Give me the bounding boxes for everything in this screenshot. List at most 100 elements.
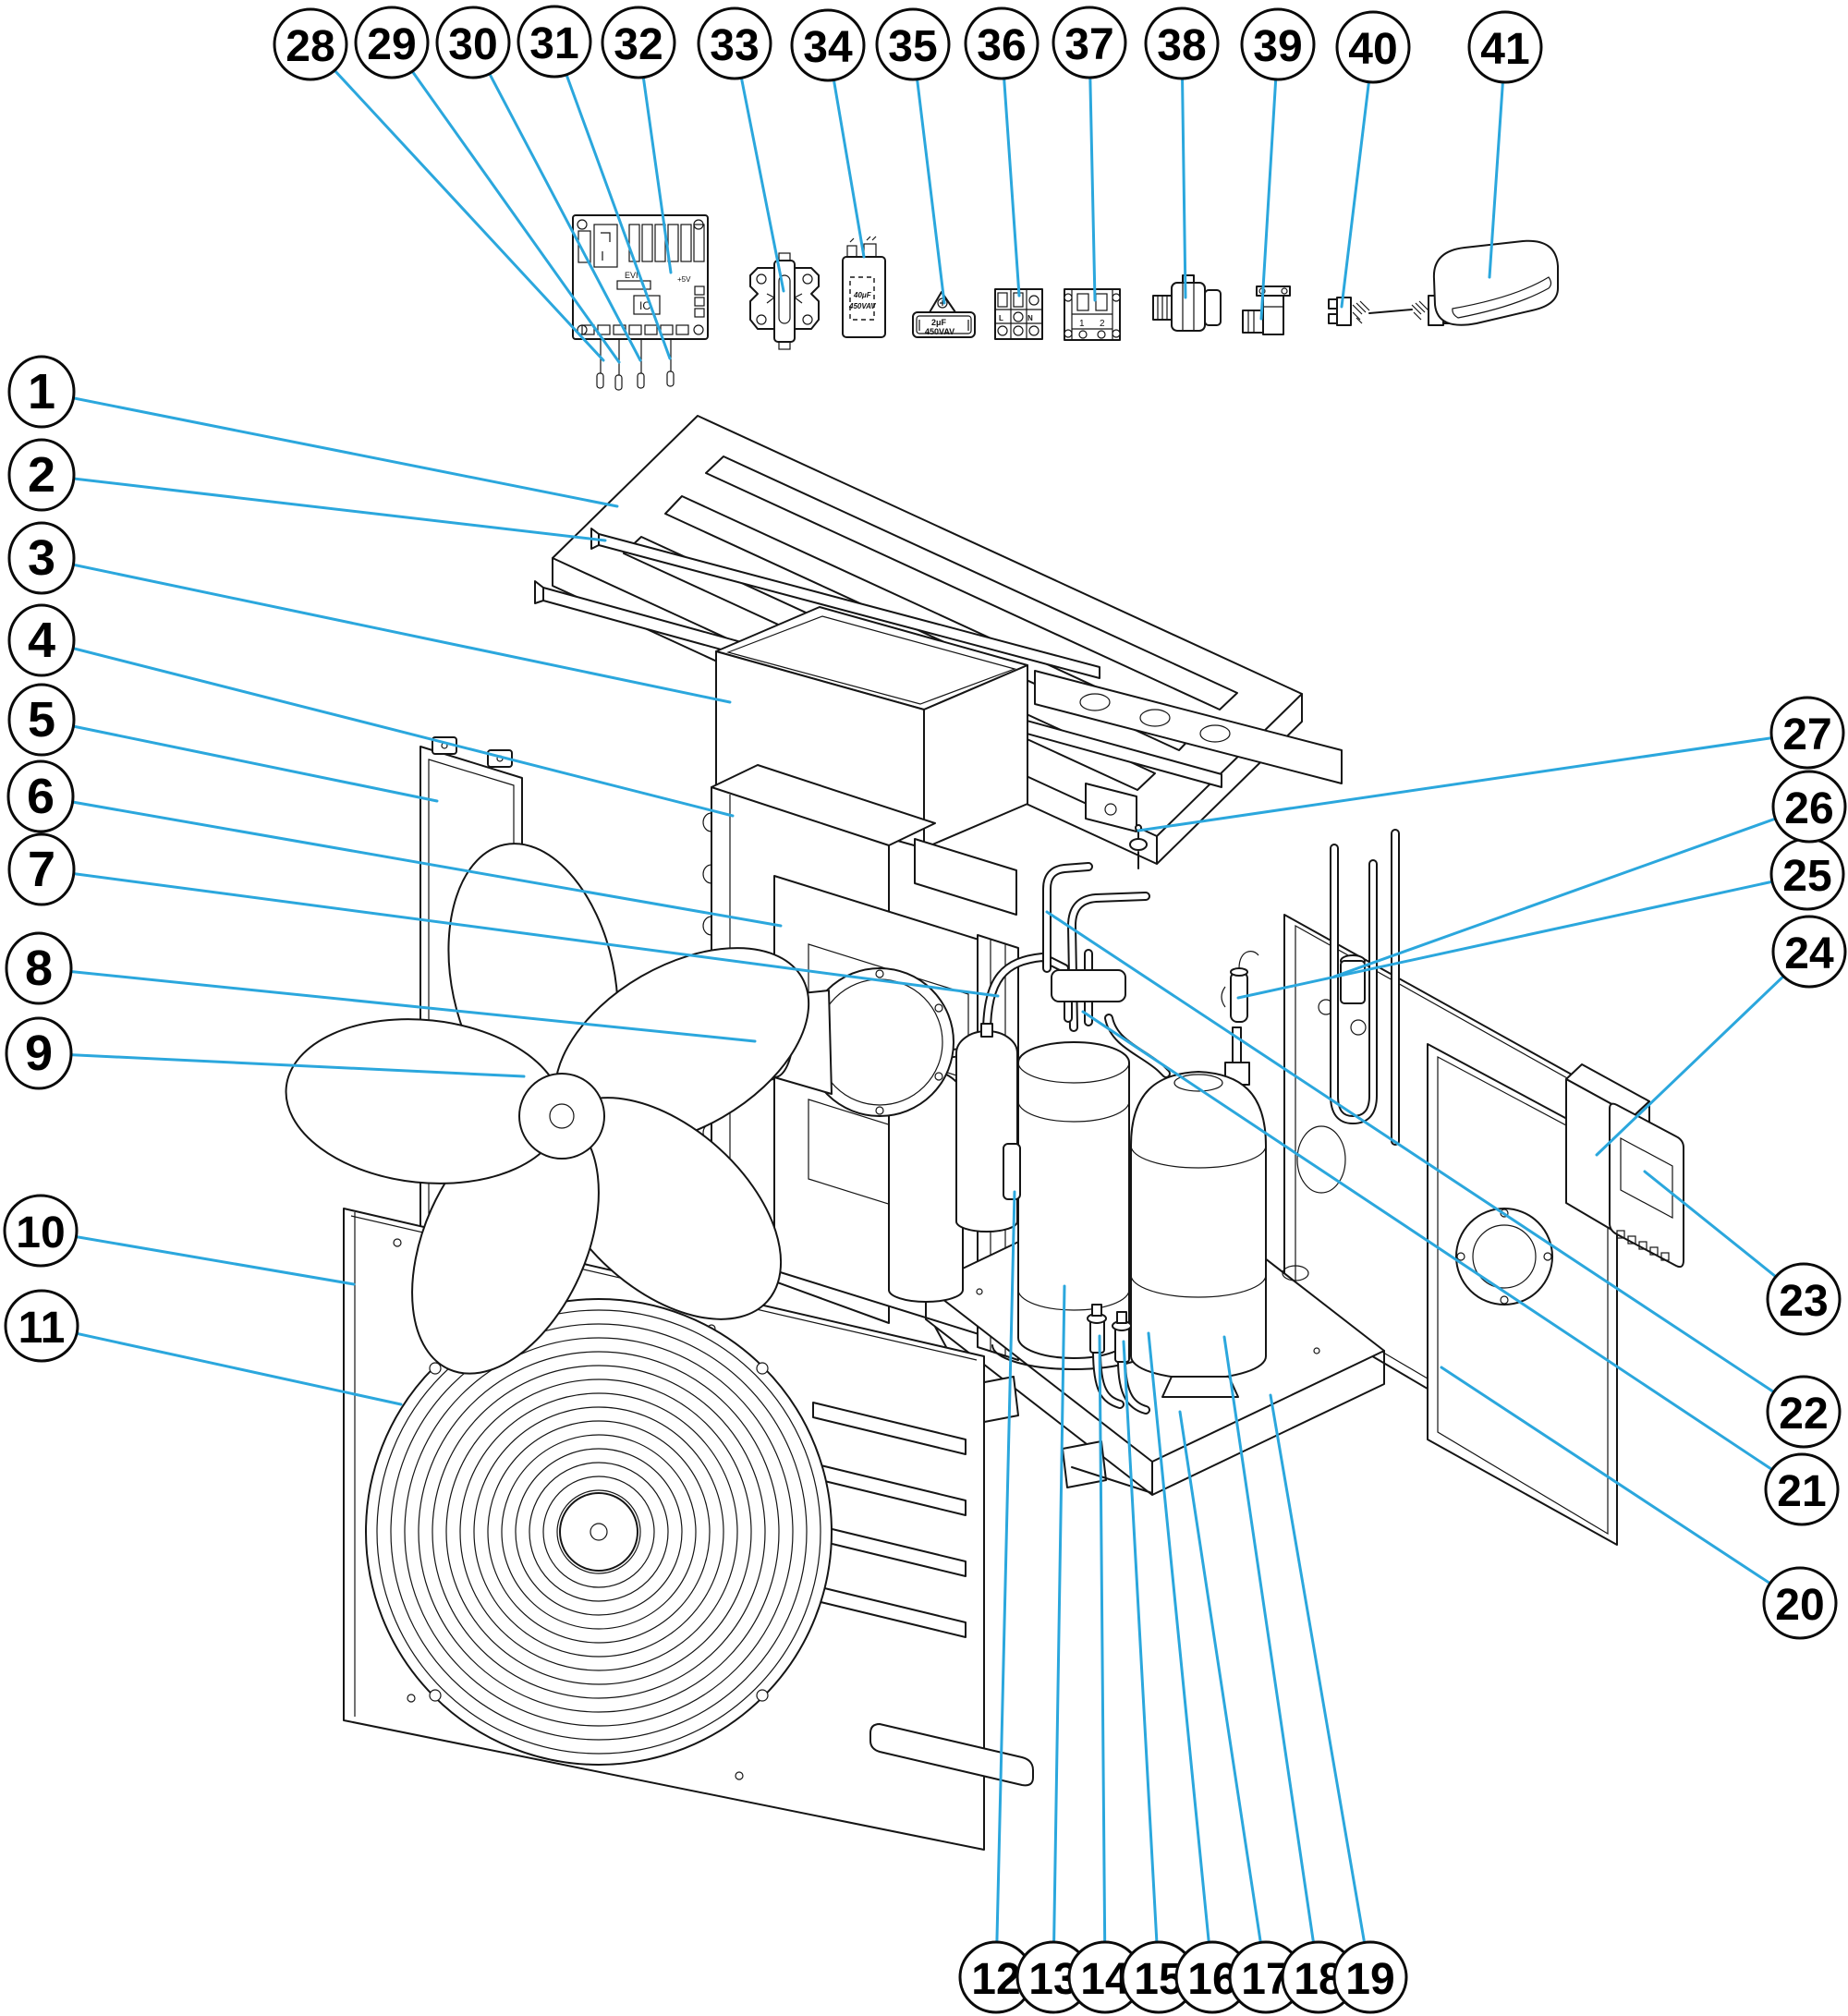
- leader-line-2: [40, 473, 607, 542]
- callout-number-40: 40: [1348, 25, 1397, 74]
- terminal-l-label: L: [999, 314, 1003, 322]
- callout-18: 18: [1281, 1940, 1356, 2014]
- callout-number-19: 19: [1345, 1955, 1394, 2004]
- callout-circle-29: [354, 6, 430, 79]
- fan-capacitor: 2μF 450VAV: [912, 291, 976, 338]
- callout-number-31: 31: [529, 19, 578, 68]
- callout-circle-4: [7, 603, 76, 677]
- leader-line-35: [911, 43, 946, 305]
- pcb-ic-label: IC: [639, 299, 650, 312]
- run-capacitor-voltage: 450VAV: [848, 302, 876, 310]
- callout-circle-1: [7, 355, 76, 429]
- display-controller: [1609, 1102, 1684, 1269]
- callout-circle-35: [875, 7, 951, 81]
- leader-line-31: [553, 40, 672, 360]
- callout-26: 26: [1771, 770, 1847, 844]
- callout-number-11: 11: [18, 1304, 66, 1353]
- run-capacitor: 40μF 450VAV: [842, 236, 886, 338]
- callout-number-2: 2: [28, 447, 55, 503]
- callout-number-21: 21: [1777, 1467, 1826, 1516]
- leader-line-30: [471, 41, 642, 362]
- leader-line-39: [1259, 43, 1280, 321]
- terminal-1-label: 1: [1079, 319, 1085, 329]
- pcb-evi-label: EVI: [625, 271, 638, 280]
- leader-line-15: [1122, 1340, 1161, 1979]
- callout-number-33: 33: [710, 21, 759, 70]
- callout-27: 27: [1769, 696, 1845, 770]
- grille-rings: [376, 1309, 821, 1755]
- callout-circle-19: [1332, 1940, 1408, 2014]
- callout-circle-37: [1052, 6, 1127, 79]
- callout-22: 22: [1766, 1375, 1842, 1449]
- callout-circle-31: [517, 5, 592, 79]
- callout-number-39: 39: [1253, 22, 1302, 71]
- callout-circle-6: [6, 759, 75, 833]
- callout-38: 38: [1144, 6, 1220, 80]
- callout-number-1: 1: [28, 364, 55, 419]
- callout-29: 29: [354, 6, 430, 79]
- callout-number-30: 30: [448, 20, 497, 69]
- callout-number-35: 35: [888, 22, 937, 71]
- leader-line-22: [1045, 910, 1805, 1414]
- callout-25: 25: [1769, 837, 1845, 911]
- leader-line-4: [40, 638, 735, 818]
- leader-line-6: [39, 795, 783, 928]
- callout-number-37: 37: [1064, 20, 1113, 69]
- callout-circle-41: [1467, 10, 1543, 84]
- callout-36: 36: [964, 6, 1040, 80]
- callout-number-7: 7: [28, 842, 55, 897]
- callout-circle-9: [5, 1016, 73, 1090]
- compressor: [991, 1041, 1156, 1370]
- callout-circle-11: [4, 1289, 79, 1363]
- callout-number-6: 6: [27, 769, 55, 824]
- callout-circle-3: [7, 521, 76, 595]
- callout-number-10: 10: [16, 1208, 65, 1257]
- callout-5: 5: [7, 683, 76, 757]
- leader-line-16: [1147, 1331, 1214, 1979]
- leader-line-29: [390, 41, 621, 364]
- callout-39: 39: [1240, 7, 1316, 81]
- callout-circle-20: [1762, 1566, 1838, 1640]
- leader-line-38: [1180, 42, 1187, 299]
- leader-line-32: [637, 41, 673, 274]
- service-valves: [1087, 1304, 1150, 1415]
- callout-number-12: 12: [971, 1955, 1020, 2004]
- leader-line-7: [40, 868, 1000, 998]
- heat-exchanger: [1130, 1026, 1267, 1398]
- callout-4: 4: [7, 603, 76, 677]
- callout-13: 13: [1015, 1940, 1091, 2014]
- callout-circle-7: [7, 832, 76, 906]
- callout-number-27: 27: [1782, 710, 1831, 759]
- callout-20: 20: [1762, 1566, 1838, 1640]
- callout-circle-27: [1769, 696, 1845, 770]
- callout-number-3: 3: [28, 530, 55, 586]
- leader-line-41: [1488, 45, 1507, 279]
- leader-line-9: [37, 1051, 526, 1078]
- callout-34: 34: [790, 8, 866, 82]
- callout-10: 10: [3, 1194, 79, 1268]
- callout-circle-26: [1771, 770, 1847, 844]
- winter-cover: [1432, 239, 1559, 326]
- callout-number-26: 26: [1784, 784, 1833, 833]
- leader-lines: [37, 40, 1811, 1979]
- callout-circle-24: [1771, 915, 1847, 989]
- callout-24: 24: [1771, 915, 1847, 989]
- callout-3: 3: [7, 521, 76, 595]
- callout-31: 31: [517, 5, 592, 79]
- callout-number-28: 28: [286, 22, 334, 71]
- callout-circle-5: [7, 683, 76, 757]
- leader-line-21: [1081, 1010, 1804, 1491]
- leader-line-14: [1098, 1334, 1107, 1979]
- callout-41: 41: [1467, 10, 1543, 84]
- terminal-block-ln: L N: [994, 288, 1043, 340]
- fan-capacitor-voltage: 450VAV: [925, 327, 954, 336]
- callout-number-24: 24: [1784, 929, 1834, 978]
- temp-sensor: [1221, 951, 1259, 1023]
- callout-number-41: 41: [1480, 25, 1529, 74]
- callout-number-5: 5: [28, 692, 55, 747]
- callout-2: 2: [7, 438, 76, 512]
- callout-circle-40: [1335, 10, 1411, 84]
- callout-23: 23: [1766, 1262, 1842, 1336]
